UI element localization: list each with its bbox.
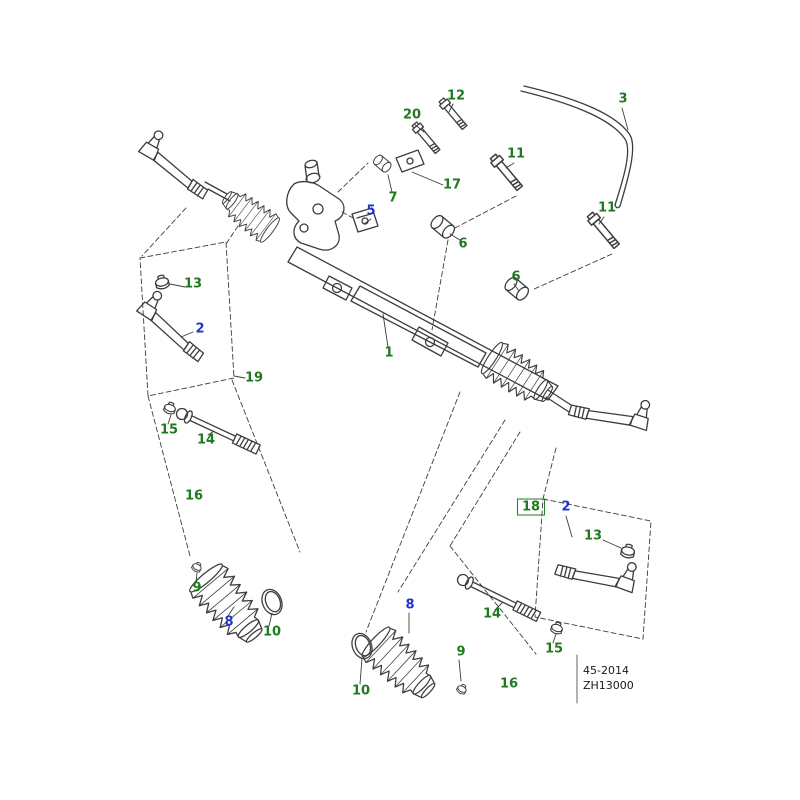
part-label-9a: 9	[192, 580, 202, 596]
part-code: ZH13000	[583, 679, 634, 693]
part-label-6b: 6	[511, 269, 521, 285]
part-label-8a[interactable]: 8	[224, 614, 234, 630]
part-label-10a: 10	[262, 624, 282, 640]
part-label-6a: 6	[458, 236, 468, 252]
part-label-13b: 13	[583, 528, 603, 544]
detail-construction-lines	[139, 162, 652, 655]
part-label-12: 12	[446, 88, 466, 104]
label-leader-lines	[167, 103, 629, 685]
part-label-19: 19	[244, 370, 264, 386]
part-label-3: 3	[618, 91, 628, 107]
part-label-2b[interactable]: 2	[561, 499, 571, 515]
part-label-7: 7	[388, 190, 398, 206]
part-label-16a: 16	[184, 488, 204, 504]
fluid-pipe	[520, 85, 634, 209]
part-label-5[interactable]: 5	[366, 203, 376, 219]
steering-rack-assembly	[133, 126, 656, 440]
part-label-13a: 13	[183, 276, 203, 292]
part-label-16b: 16	[499, 676, 519, 692]
drawing-number: 45-2014	[583, 664, 629, 677]
part-label-14a: 14	[196, 432, 216, 448]
part-label-15a: 15	[159, 422, 179, 438]
part-label-8b[interactable]: 8	[405, 597, 415, 613]
part-label-17: 17	[442, 177, 462, 193]
part-label-14b: 14	[482, 606, 502, 622]
part-label-1: 1	[384, 345, 394, 361]
part-label-11b: 11	[597, 200, 617, 216]
part-label-10b: 10	[351, 683, 371, 699]
part-label-9b: 9	[456, 644, 466, 660]
drawing-code-block: 45-2014 ZH13000	[583, 663, 634, 694]
part-label-20: 20	[402, 107, 422, 123]
part-label-11a: 11	[506, 146, 526, 162]
part-label-15b: 15	[544, 641, 564, 657]
part-label-18: 18	[516, 498, 546, 516]
part-label-2a[interactable]: 2	[195, 321, 205, 337]
